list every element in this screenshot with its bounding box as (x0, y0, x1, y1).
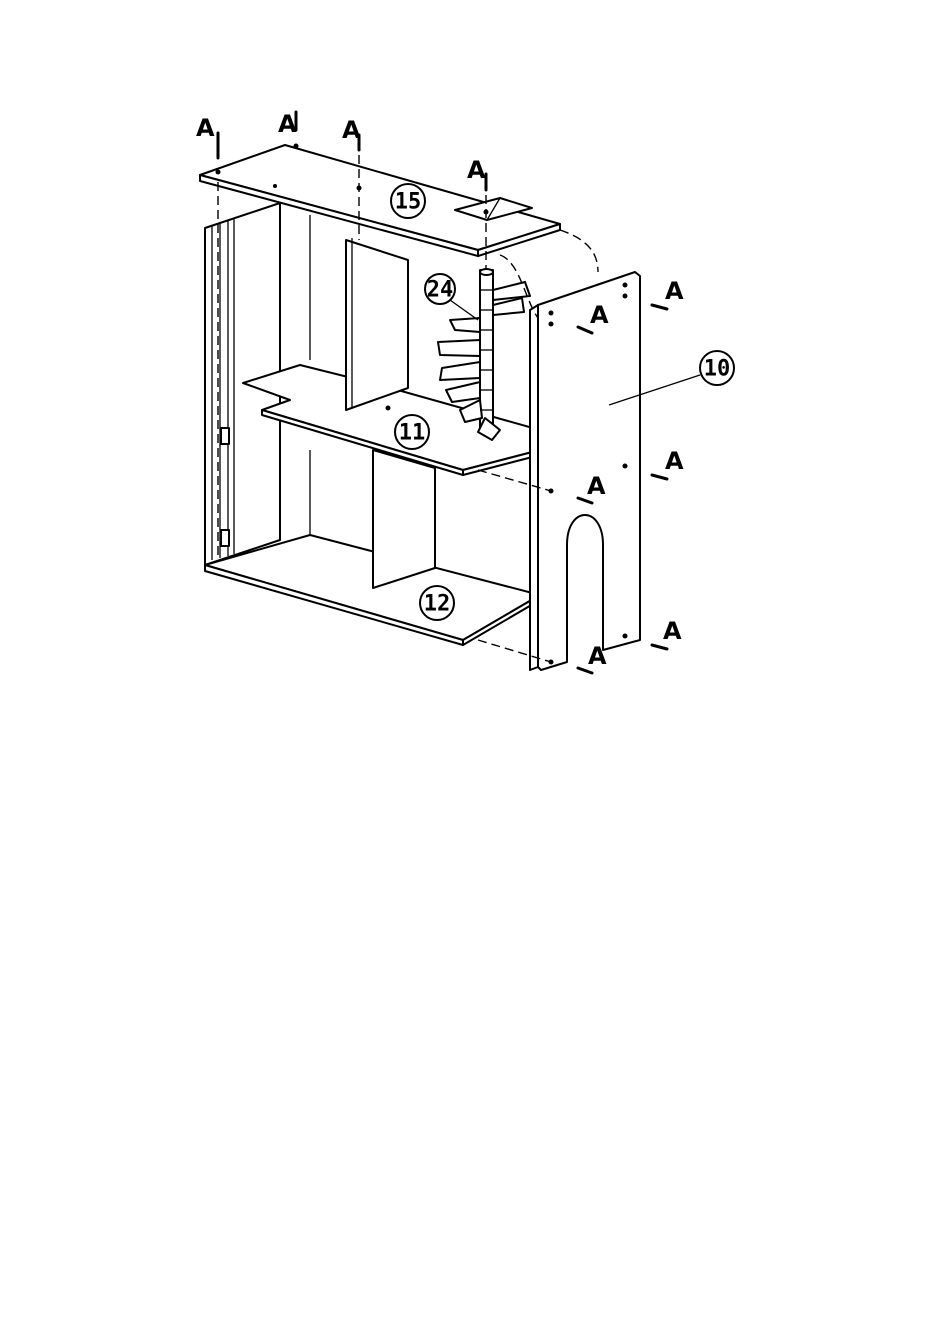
lower-divider-panel (373, 450, 435, 588)
fastener-label-10: A (588, 642, 607, 670)
part-callout-12: 12 (420, 586, 454, 620)
fastener-label-3: A (342, 116, 361, 144)
upper-divider-panel (346, 238, 408, 410)
fastener-label-9: A (663, 617, 682, 645)
svg-text:15: 15 (395, 190, 422, 215)
svg-text:12: 12 (424, 592, 451, 617)
svg-text:24: 24 (427, 278, 454, 303)
fastener-label-4: A (467, 156, 486, 184)
svg-text:11: 11 (399, 421, 426, 446)
part-callout-15: 15 (391, 184, 425, 218)
svg-text:10: 10 (704, 357, 731, 382)
part-callout-10: 10 (700, 351, 734, 385)
fastener-label-7: A (665, 447, 684, 475)
part-callout-11: 11 (395, 415, 429, 449)
fastener-label-2: A (278, 110, 297, 138)
fastener-label-6: A (590, 301, 609, 329)
fastener-label-8: A (587, 472, 606, 500)
fastener-label-5: A (665, 277, 684, 305)
fastener-label-1: A (196, 114, 215, 142)
part-callout-24: 24 (425, 274, 478, 320)
